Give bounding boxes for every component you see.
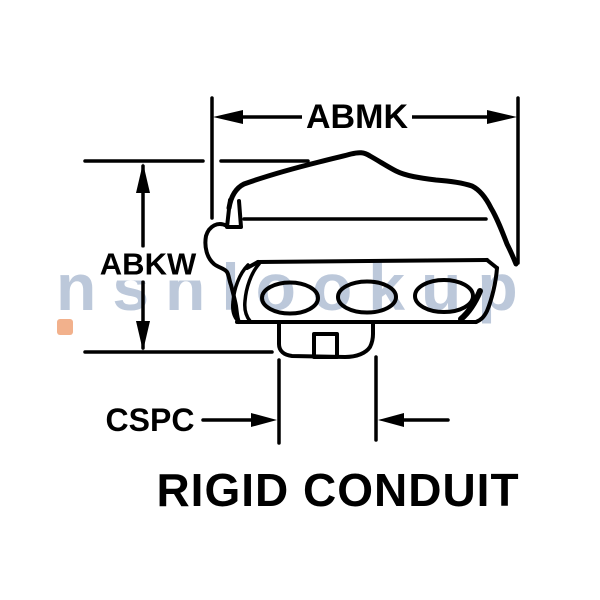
watermark-accent-dot <box>57 319 73 335</box>
slab-left-round-arc-outer <box>231 263 250 323</box>
bottom-tab-outline <box>277 320 375 359</box>
slab-top-right-corner <box>485 258 499 270</box>
abkw-arrowhead-up <box>136 163 150 193</box>
conduit-body-top-outline <box>226 150 519 267</box>
abkw-dimension <box>83 159 310 354</box>
square-knockout <box>312 332 339 359</box>
conduit-hole-2 <box>336 279 398 315</box>
cspc-arrowhead-left <box>378 413 404 427</box>
slab-top-edge <box>256 258 489 264</box>
cspc-arrowhead-right <box>251 413 277 427</box>
abmk-arrowhead-right <box>487 110 517 124</box>
slab-left-round-arc-inner <box>243 262 261 323</box>
abmk-arrowhead-left <box>213 110 243 124</box>
slab-right-edge <box>474 266 499 324</box>
slab-right-round-arc <box>458 288 483 322</box>
conduit-hole-1 <box>260 280 320 316</box>
dimension-label-cspc: CSPC <box>105 402 195 438</box>
abmk-dimension <box>210 96 520 265</box>
abkw-arrowhead-down <box>136 321 150 351</box>
figure-caption: RIGID CONDUIT <box>156 464 520 516</box>
conduit-hole-3 <box>413 278 475 314</box>
cspc-dimension <box>201 355 450 445</box>
slab-top-left-corner <box>245 260 260 270</box>
casting-tab <box>225 198 243 229</box>
conduit-body <box>203 150 519 359</box>
left-ear-lug <box>203 222 241 324</box>
dimension-label-abmk: ABMK <box>302 99 412 135</box>
dimension-label-abkw: ABKW <box>95 247 201 281</box>
